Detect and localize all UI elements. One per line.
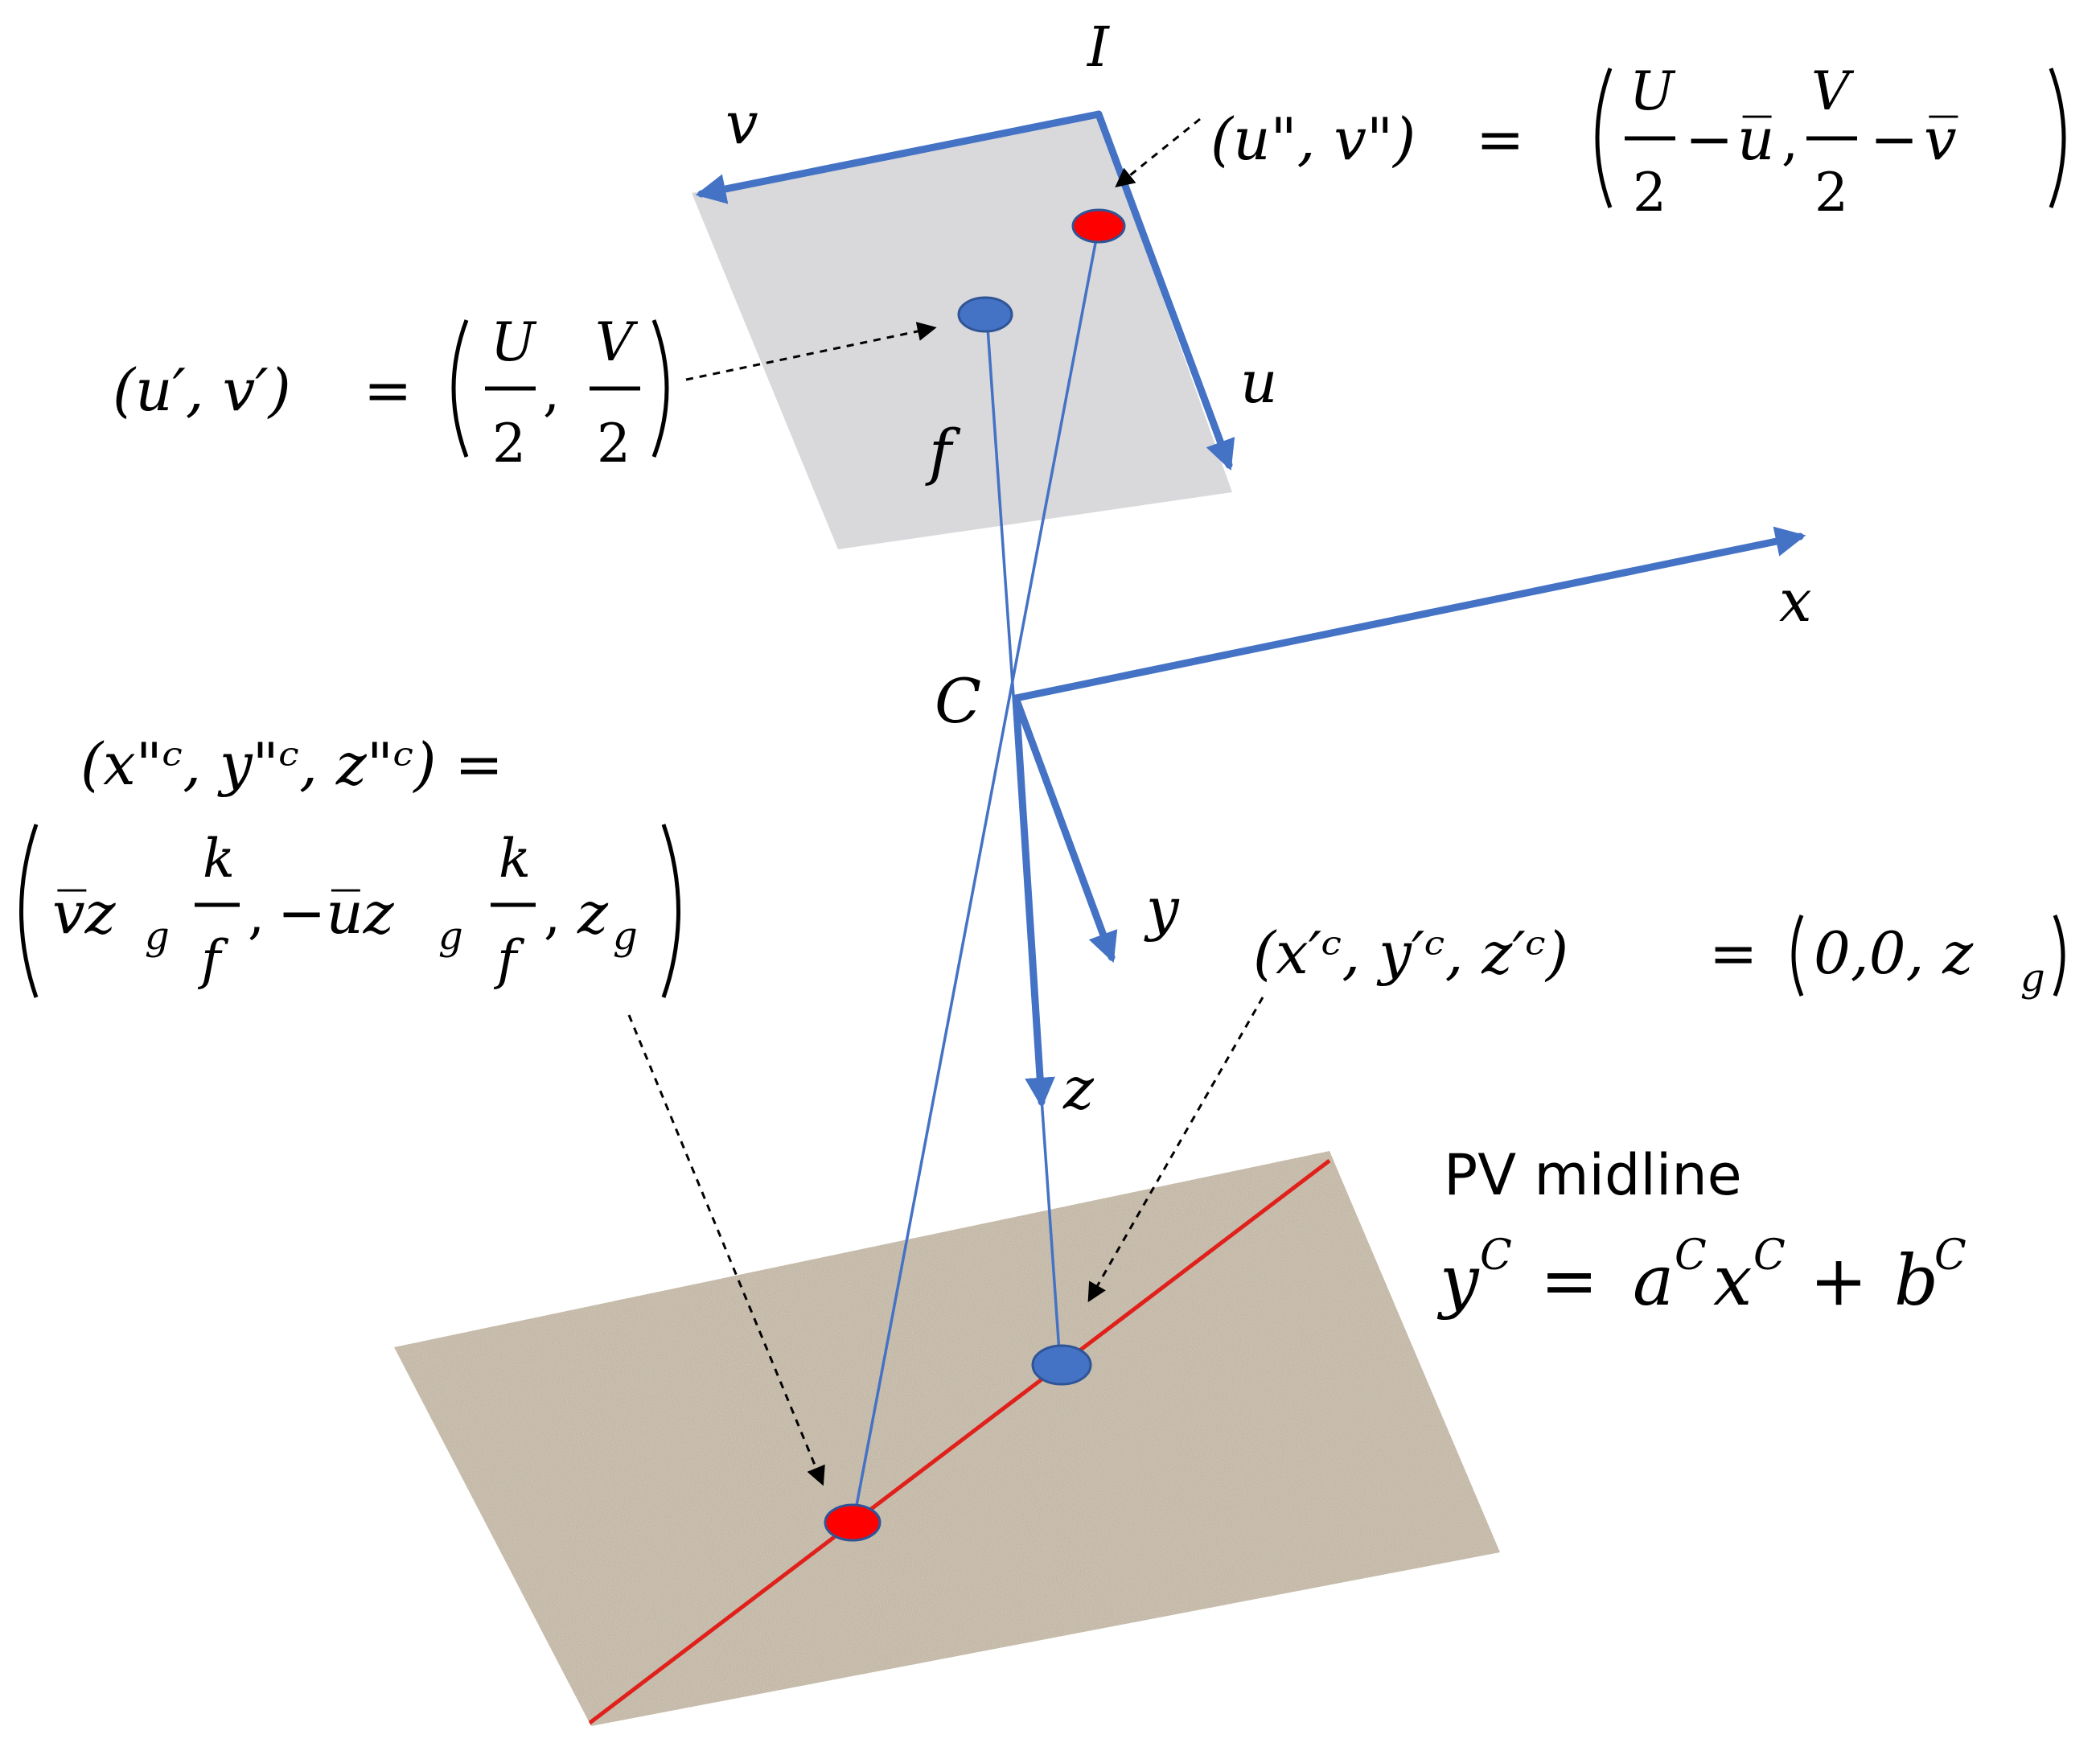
ground-far-term3: z xyxy=(577,879,609,947)
ground-far-f2: f xyxy=(493,929,525,991)
ground-far-comma2: , xyxy=(544,884,561,946)
label-axis-x: x xyxy=(1779,567,1812,635)
ground-far-term2-sub: g xyxy=(438,914,463,959)
image-point-frac2-den: 2 xyxy=(1814,162,1848,224)
ground-center-rhs-sub: g xyxy=(2020,956,2045,1001)
principal-point-frac1-num: U xyxy=(491,311,537,373)
ground-center-close-paren xyxy=(2053,915,2065,997)
formula-ground-point-center: (x′ᶜ, y′ᶜ, z′ᶜ) = 0,0, z g xyxy=(1253,915,2065,1001)
midline-annotation: PV midline y C = a C x C + b C xyxy=(1436,1142,1966,1321)
pv-midline xyxy=(584,1159,1331,1726)
image-point-ubar: u̅ xyxy=(1737,105,1774,173)
midline-eq-a: a xyxy=(1633,1241,1674,1321)
label-axis-v: v xyxy=(725,89,758,157)
principal-point-comma: , xyxy=(543,361,560,423)
principal-point-equals: = xyxy=(364,356,412,424)
pointer-image-point xyxy=(1115,117,1201,188)
label-axis-y: y xyxy=(1144,875,1180,943)
ground-far-comma1: , xyxy=(248,884,265,946)
label-axis-u: u xyxy=(1240,348,1277,416)
image-point-open-paren xyxy=(1595,68,1613,208)
ground-far-point-marker xyxy=(824,1503,882,1542)
image-point-minus2: − xyxy=(1870,105,1918,173)
midline-eq-plus: + xyxy=(1810,1241,1868,1321)
label-camera-center: C xyxy=(935,665,981,737)
ray-image-point xyxy=(851,225,1100,1527)
label-axis-z: z xyxy=(1062,1054,1095,1122)
principal-point-open-paren xyxy=(451,319,469,458)
image-point-comma: , xyxy=(1782,110,1798,172)
principal-point-marker xyxy=(957,296,1013,333)
ground-far-term2: −u̅z xyxy=(277,879,395,947)
ground-far-f1: f xyxy=(197,929,229,991)
image-point-frac2-num: V xyxy=(1811,60,1855,122)
midline-eq-b-sup: C xyxy=(1934,1231,1966,1280)
ground-far-k2: k xyxy=(499,828,531,890)
image-point-frac1-den: 2 xyxy=(1633,162,1666,224)
principal-point-frac2-num: V xyxy=(595,311,639,373)
axis-y-arrow xyxy=(1012,694,1118,964)
ground-far-term1: v̅z xyxy=(52,879,117,947)
axis-x-arrow xyxy=(1012,526,1806,702)
principal-point-lhs: (u′, v′) xyxy=(113,356,291,424)
formula-principal-point: (u′, v′) = U 2 , V 2 xyxy=(113,311,669,475)
image-point-equals: = xyxy=(1476,105,1524,173)
image-point-lhs: (u", v") xyxy=(1210,105,1416,173)
ground-center-lhs: (x′ᶜ, y′ᶜ, z′ᶜ) xyxy=(1253,919,1568,987)
image-point-minus1: − xyxy=(1685,105,1733,173)
ground-center-rhs: 0,0, z xyxy=(1814,919,1974,987)
image-point-frac1-num: U xyxy=(1629,60,1676,122)
axis-v-arrow xyxy=(695,110,1103,204)
midline-eq-equals: = xyxy=(1540,1241,1598,1321)
pointer-ground-center xyxy=(1087,997,1264,1303)
principal-point-frac2-den: 2 xyxy=(597,413,631,475)
midline-eq-b: b xyxy=(1894,1241,1938,1321)
principal-point-close-paren xyxy=(651,319,669,458)
image-point-marker xyxy=(1071,208,1126,244)
ground-plane xyxy=(394,1151,1500,1726)
ground-center-point-marker xyxy=(1031,1344,1092,1386)
ground-far-line1: (x"ᶜ, y"ᶜ, z"ᶜ) = xyxy=(80,730,503,798)
label-image-plane: I xyxy=(1086,16,1110,80)
ground-center-equals: = xyxy=(1709,919,1757,987)
image-point-close-paren xyxy=(2049,68,2066,208)
pointer-principal xyxy=(685,322,937,381)
ground-center-open-paren xyxy=(1791,915,1804,997)
image-point-vbar: v̅ xyxy=(1924,105,1958,173)
midline-eq-a-sup: C xyxy=(1675,1231,1707,1280)
formula-image-point: (u", v") = U 2 − u̅ , V 2 − v̅ xyxy=(1210,60,2066,224)
ground-far-open-paren xyxy=(19,824,39,998)
midline-eq-y: y xyxy=(1436,1241,1480,1321)
pointer-ground-far xyxy=(627,1014,825,1486)
axis-z-arrow xyxy=(1012,694,1055,1108)
midline-eq-y-sup: C xyxy=(1480,1231,1512,1280)
ground-far-k1: k xyxy=(203,828,235,890)
midline-title: PV midline xyxy=(1444,1142,1742,1208)
ground-far-close-paren xyxy=(661,824,680,998)
ground-far-term3-sub: g xyxy=(613,914,638,959)
midline-eq-x: x xyxy=(1713,1241,1753,1321)
formula-ground-point-far: (x"ᶜ, y"ᶜ, z"ᶜ) = v̅z g k f , −u̅z g k f… xyxy=(19,730,680,998)
principal-point-frac1-den: 2 xyxy=(492,413,526,475)
midline-eq-x-sup: C xyxy=(1753,1231,1786,1280)
ground-far-term1-sub: g xyxy=(145,914,170,959)
